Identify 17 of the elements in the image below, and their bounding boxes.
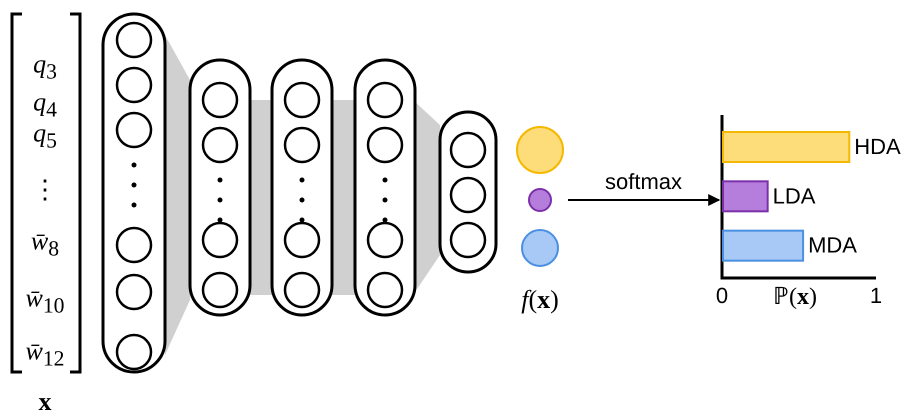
math-label: w̄$_{8}$ (30, 226, 60, 263)
category-label: MDA (808, 232, 857, 258)
math-label: w̄$_{10}$ (26, 283, 64, 320)
category-label: HDA (854, 134, 901, 159)
arrow (568, 194, 720, 206)
math-label: q$_{3}$ (33, 49, 57, 86)
vertical-ellipsis: ⋮ (32, 175, 58, 205)
vector-label: x (38, 387, 52, 417)
math-label: w̄$_{12}$ (26, 336, 64, 373)
tick-label: 0 (716, 282, 728, 308)
category-label: LDA (772, 183, 816, 208)
output-circle (516, 126, 564, 174)
output-circle (521, 229, 559, 267)
tick-label: 1 (870, 282, 882, 308)
axis-label: ℙ(x) (773, 284, 817, 310)
function-label: f(x) (521, 285, 559, 315)
output-circle (528, 188, 552, 212)
